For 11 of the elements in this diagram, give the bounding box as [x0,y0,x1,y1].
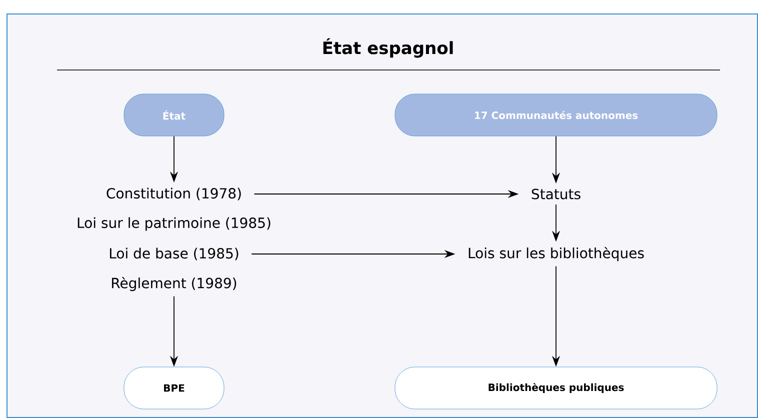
rounded-box: 17 Communautés autonomes [394,94,718,136]
title: État espagnol [323,38,453,58]
text-label: Statuts [532,188,580,200]
text-label: Lois sur les bibliothèques [468,246,644,262]
rounded-box: État [124,94,224,136]
text-label: Loi de base (1985) [110,248,238,260]
text-label: Constitution (1978) [106,188,241,200]
text-label: Loi sur le patrimoine (1985) [78,217,270,231]
rounded-box: Bibliothèques publiques [394,366,718,410]
rounded-box: BPE [124,366,224,410]
text-label: Règlement (1989) [112,276,236,292]
